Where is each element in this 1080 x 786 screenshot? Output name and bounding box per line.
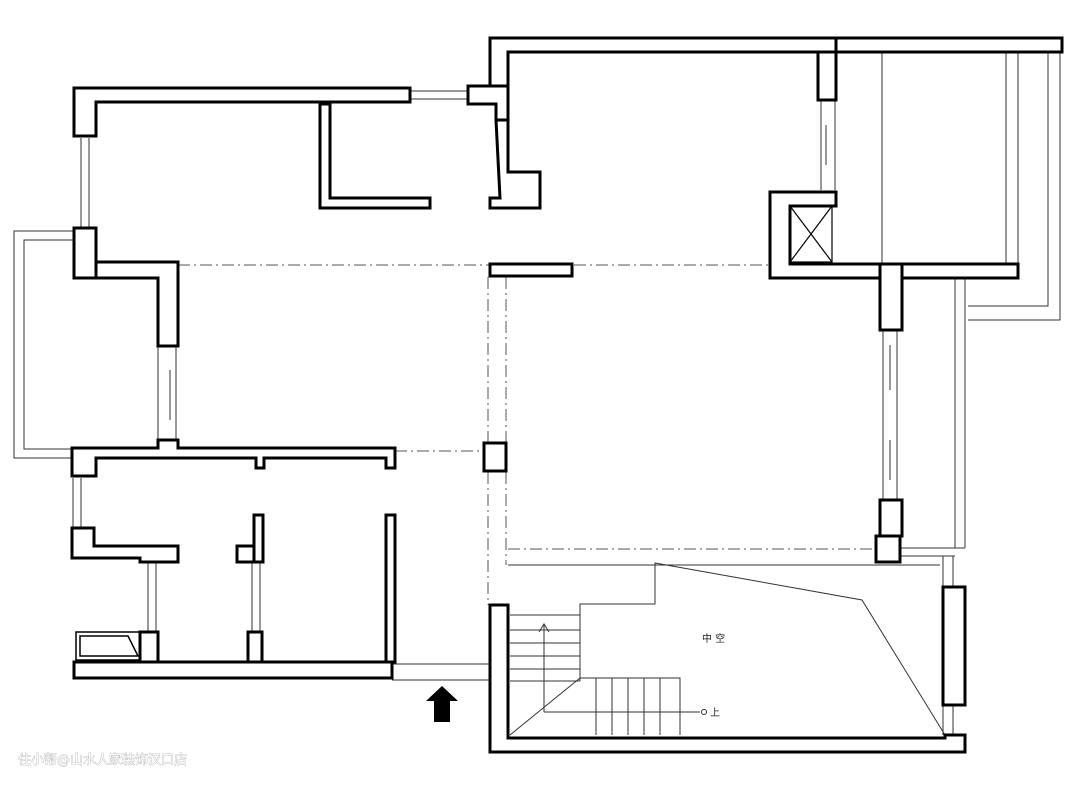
stair-up-label: 上: [710, 707, 720, 719]
wall-lower-right: [488, 603, 967, 754]
void-label: 中 空: [702, 632, 725, 645]
shaft-fixture: [789, 205, 833, 263]
axis-lines: [178, 264, 875, 605]
stair-up-arrow-icon: [538, 623, 707, 715]
entrance-arrow-icon: [426, 686, 458, 722]
wall-upper-right: [488, 36, 838, 88]
bathtub-fixture: [75, 631, 143, 661]
wall-lower-left: [70, 438, 397, 478]
window-and-balcony-lines: [13, 52, 1061, 736]
watermark: 住小帮@山水人家装饰汉口店: [18, 752, 187, 768]
staircase: [509, 565, 700, 736]
walls: [70, 36, 1064, 754]
wall-upper-left: [72, 86, 412, 138]
